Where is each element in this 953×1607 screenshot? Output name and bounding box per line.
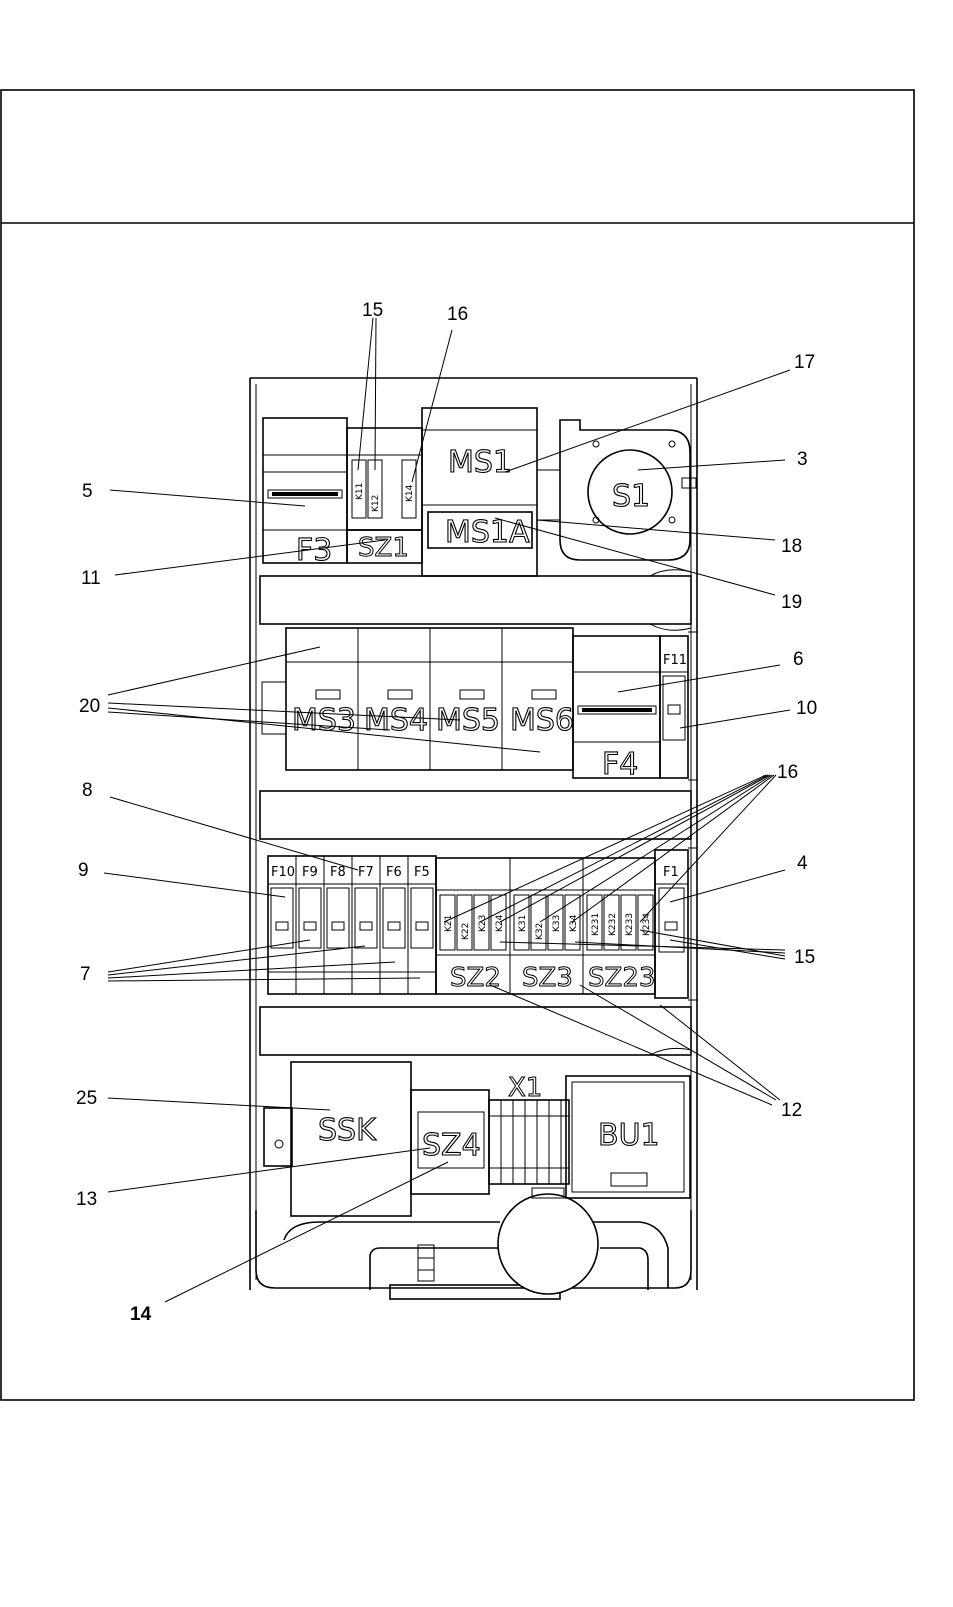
relay-block-sz4: SZ4 [411,1090,489,1194]
label-ms1: MS1 [448,445,512,480]
label-f6: F6 [386,865,402,880]
callout-12: 12 [781,1100,802,1121]
relay-k233: K233 [625,913,635,936]
safety-relay-ssk: SSK [264,1062,411,1216]
main-switch-s1: S1 [560,420,696,560]
callout-20: 20 [79,696,100,717]
motor-starter-ms1: MS1 MS1A [422,408,560,576]
callout-4: 4 [797,853,808,874]
label-bu1: BU1 [598,1118,660,1153]
relay-k21: K21 [444,915,454,932]
terminal-strip-x1: X1 [489,1073,569,1184]
callout-15-middle: 15 [794,947,815,968]
label-f9: F9 [302,865,318,880]
callout-10: 10 [796,698,817,719]
socket-bu1: BU1 [566,1076,690,1198]
label-x1: X1 [508,1073,542,1103]
relay-k234: K234 [642,913,652,936]
cable-duct-2 [260,791,691,839]
label-f4: F4 [602,747,638,782]
cable-duct-1 [260,576,691,624]
label-f5: F5 [414,865,430,880]
relay-k14: K14 [405,484,415,502]
callout-19: 19 [781,592,802,613]
cable-gland [498,1194,598,1294]
label-ms1a: MS1A [445,515,530,550]
relay-k33: K33 [552,915,562,932]
callout-18: 18 [781,536,802,557]
callout-3: 3 [797,449,808,470]
cable-duct-3 [260,1007,691,1055]
callout-5: 5 [82,481,93,502]
callout-7: 7 [80,964,91,985]
relay-block-sz1: K11 K12 K14 SZ1 [347,428,422,563]
relay-k34: K34 [569,914,579,932]
relay-k11: K11 [355,483,365,500]
callout-13: 13 [76,1189,97,1210]
relay-k12: K12 [371,495,381,512]
label-sz1: SZ1 [358,533,409,563]
label-sz23: SZ23 [588,963,655,993]
label-sz4: SZ4 [422,1128,481,1163]
relay-k32: K32 [535,923,545,940]
callout-25: 25 [76,1088,97,1109]
label-s1: S1 [612,479,650,514]
relay-blocks-sz2-sz23: K21 K22 K23 K24 K31 K32 K33 K34 K231 K23… [436,858,655,994]
relay-k231: K231 [591,913,601,936]
label-f11: F11 [663,653,687,668]
relay-k24: K24 [495,914,505,932]
label-sz3: SZ3 [522,963,573,993]
callout-11: 11 [81,568,101,589]
label-f8: F8 [330,865,346,880]
callout-16-middle: 16 [777,762,798,783]
callout-15-top: 15 [362,300,383,321]
breaker-f3: F3 [263,418,347,568]
label-f1: F1 [663,865,679,880]
label-ms6: MS6 [510,703,574,738]
sheet-frame [1,90,914,1400]
relay-k31: K31 [518,915,528,932]
label-ssk: SSK [318,1113,377,1148]
relay-k232: K232 [608,913,618,936]
callout-16-top: 16 [447,304,468,325]
callout-numbers: 15 16 17 3 5 18 11 19 6 20 10 8 16 9 4 7… [76,300,817,1325]
breaker-f4: F4 [573,636,660,782]
callout-14: 14 [130,1304,152,1325]
callout-8: 8 [82,780,93,801]
callout-9: 9 [78,860,89,881]
label-ms5: MS5 [436,703,500,738]
label-sz2: SZ2 [450,963,501,993]
fuse-row-f10-f5: F10 F9 F8 F7 F6 F5 [268,856,436,994]
callout-6: 6 [793,649,804,670]
relay-k23: K23 [478,915,488,932]
callout-17: 17 [794,352,815,373]
relay-k22: K22 [461,923,471,940]
label-f10: F10 [271,865,295,880]
label-ms4: MS4 [364,703,428,738]
label-f7: F7 [358,865,374,880]
